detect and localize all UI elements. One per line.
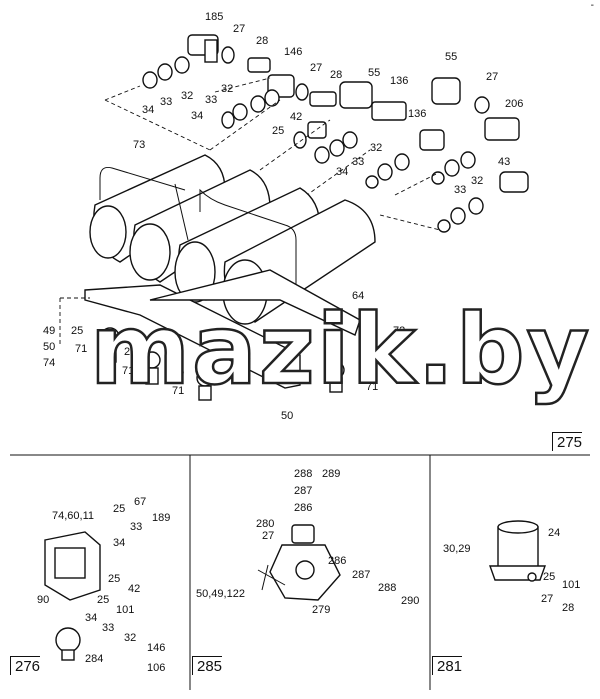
callout-label: 33 [205,94,218,106]
callout-label: 32 [221,83,234,95]
callout-label: 136 [390,75,409,87]
callout-label: 32 [124,632,137,644]
callout-label: 25 [71,325,84,337]
callout-label: 146 [284,46,303,58]
callout-label: 27 [541,593,554,605]
callout-label: 28 [256,35,269,47]
callout-label: 287 [352,569,371,581]
callout-label: 50 [43,341,56,353]
callout-label: 290 [401,595,420,607]
panel-number-box: 285 [192,656,223,675]
callout-label: 33 [352,156,365,168]
callout-label: 136 [408,108,427,120]
callout-label: 27 [486,71,499,83]
callout-label: 50 [281,410,294,422]
page-number-box: 275 [552,432,583,451]
panel-number-box: 281 [432,656,463,675]
callout-label: 206 [505,98,524,110]
callout-label: 27 [233,23,246,35]
callout-label: 33 [102,622,115,634]
panel-number-box: 276 [10,656,41,675]
callout-label: 280 [256,518,275,530]
callout-label: 284 [85,653,104,665]
callout-label: 43 [498,156,511,168]
callout-label: 185 [205,11,224,23]
callout-label: 288 [378,582,397,594]
callout-label: 25 [113,503,126,515]
callout-label: 74,60,11 [52,510,95,522]
callout-label: 25 [97,594,110,606]
panel-285-drawing [257,524,341,601]
callout-label: 32 [181,90,194,102]
callout-label: 286 [294,502,313,514]
callout-label: 49 [43,325,56,337]
callout-label: 42 [290,111,303,123]
corner-mark: - [590,0,594,11]
callout-label: 34 [191,110,204,122]
callout-label: 72 [393,325,406,337]
air-tanks-group [59,154,376,389]
callout-label: 64 [352,290,365,302]
callout-label: 50,49,122 [196,588,245,600]
callout-label: 189 [152,512,171,524]
callout-label: 287 [294,485,313,497]
callout-label: 71 [172,385,185,397]
fittings-group [104,34,529,233]
callout-label: 34 [113,537,126,549]
callout-label: 34 [85,612,98,624]
callout-label: 55 [368,67,381,79]
callout-label: 28 [562,602,575,614]
callout-label: 25 [124,346,137,358]
callout-label: 33 [160,96,173,108]
callout-label: 32 [370,142,383,154]
callout-label: 42 [128,583,141,595]
callout-label: 279 [312,604,331,616]
callout-label: 71 [75,343,88,355]
callout-label: 101 [562,579,581,591]
panel-276-drawing [44,531,101,661]
callout-label: 106 [147,662,166,674]
callout-label: 33 [454,184,467,196]
callout-label: 71 [122,365,135,377]
callout-label: 71 [366,381,379,393]
callout-label: 30,29 [443,543,471,555]
callout-label: 25 [172,366,185,378]
callout-label: 73 [133,139,146,151]
panel-281-drawing [489,520,546,582]
callout-label: 33 [130,521,143,533]
callout-label: 25 [108,573,121,585]
callout-label: 146 [147,642,166,654]
callout-label: 55 [445,51,458,63]
callout-label: 34 [142,104,155,116]
callout-label: 28 [330,69,343,81]
watermark: mazik.by [89,294,592,406]
callout-label: 74 [43,357,56,369]
callout-label: 24 [548,527,561,539]
drain-valves-group [100,327,345,401]
callout-label: 34 [336,166,349,178]
callout-label: 288 [294,468,313,480]
callout-label: 286 [328,555,347,567]
callout-label: 67 [134,496,147,508]
callout-label: 25 [363,360,376,372]
callout-label: 289 [322,468,341,480]
callout-label: 32 [471,175,484,187]
callout-label: 25 [543,571,556,583]
callout-label: 25 [272,125,285,137]
callout-label: 90 [37,594,50,606]
callout-label: 101 [116,604,135,616]
callout-label: 27 [310,62,323,74]
callout-label: 27 [262,530,275,542]
